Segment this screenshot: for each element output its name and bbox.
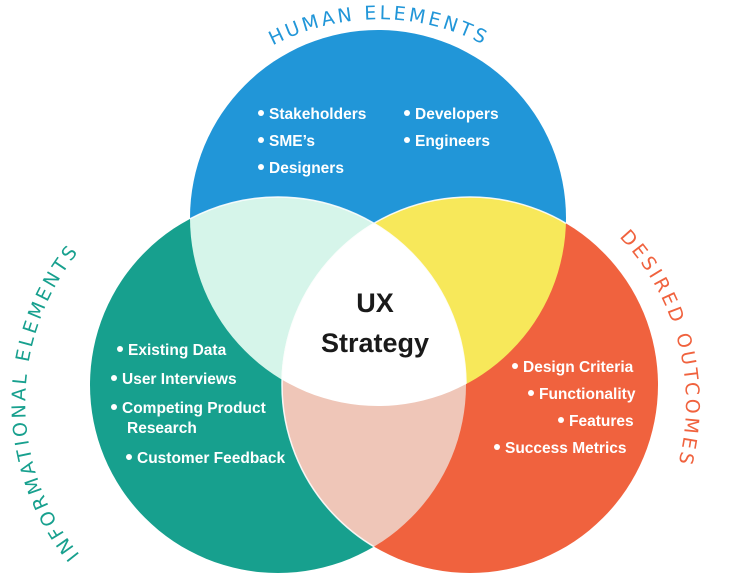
bullet-icon [558, 417, 564, 423]
list-item: Existing Data [128, 342, 227, 359]
list-item: Stakeholders [269, 106, 366, 123]
center-label-line1: UX [356, 288, 394, 318]
bullet-icon [117, 346, 123, 352]
bullet-icon [111, 375, 117, 381]
list-item: User Interviews [122, 371, 237, 388]
informational-elements-label: INFORMATIONAL ELEMENTS [8, 240, 84, 566]
list-item: Features [569, 413, 634, 430]
list-item: Functionality [539, 386, 636, 403]
human-items-right: Developers Engineers [404, 106, 499, 150]
ux-strategy-center [282, 197, 466, 406]
bullet-icon [258, 164, 264, 170]
bullet-icon [126, 454, 132, 460]
bullet-icon [494, 444, 500, 450]
list-item: Competing Product [122, 400, 266, 417]
bullet-icon [404, 137, 410, 143]
list-item: Engineers [415, 133, 490, 150]
list-item: Success Metrics [505, 440, 627, 457]
list-item: Research [127, 420, 197, 437]
bullet-icon [512, 363, 518, 369]
bullet-icon [258, 110, 264, 116]
list-item: SME’s [269, 133, 315, 150]
desired-items: Design Criteria Functionality Features S… [494, 359, 636, 457]
list-item: Design Criteria [523, 359, 634, 376]
list-item: Designers [269, 160, 344, 177]
bullet-icon [111, 404, 117, 410]
center-label-line2: Strategy [321, 328, 429, 358]
bullet-icon [258, 137, 264, 143]
list-item: Developers [415, 106, 499, 123]
human-items-left: Stakeholders SME’s Designers [258, 106, 366, 177]
list-item: Customer Feedback [137, 450, 286, 467]
bullet-icon [528, 390, 534, 396]
informational-items: Existing Data User Interviews Competing … [111, 342, 286, 467]
bullet-icon [404, 110, 410, 116]
